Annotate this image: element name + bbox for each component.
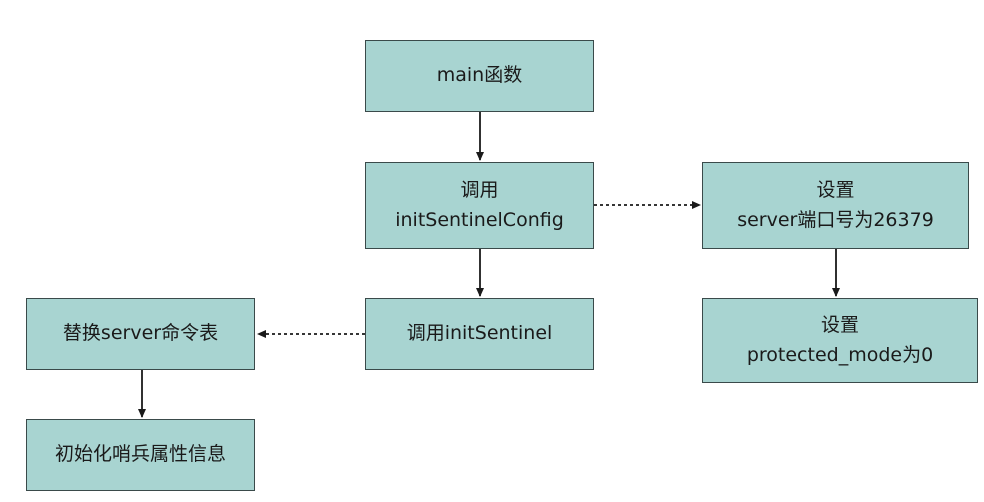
node-set-server-port-line1: 设置 — [816, 179, 855, 202]
node-main-function: main函数 — [365, 40, 594, 112]
node-replace-command-table: 替换server命令表 — [26, 298, 255, 370]
node-init-sentinel-attributes-label: 初始化哨兵属性信息 — [54, 443, 226, 466]
node-set-protected-mode-line1: 设置 — [820, 314, 859, 337]
node-call-init-sentinel-config: 调用 initSentinelConfig — [365, 162, 594, 249]
node-set-protected-mode-line2: protected_mode为0 — [746, 343, 934, 366]
node-set-server-port: 设置 server端口号为26379 — [702, 162, 969, 249]
node-set-server-port-line2: server端口号为26379 — [737, 208, 934, 231]
node-main-function-label: main函数 — [436, 64, 523, 87]
node-call-init-sentinel-config-line2: initSentinelConfig — [395, 208, 564, 231]
node-set-protected-mode: 设置 protected_mode为0 — [702, 298, 978, 383]
node-call-init-sentinel-label: 调用initSentinel — [406, 322, 553, 345]
node-init-sentinel-attributes: 初始化哨兵属性信息 — [26, 419, 255, 491]
node-call-init-sentinel: 调用initSentinel — [365, 298, 594, 370]
node-replace-command-table-label: 替换server命令表 — [62, 322, 219, 345]
node-call-init-sentinel-config-line1: 调用 — [460, 179, 499, 202]
